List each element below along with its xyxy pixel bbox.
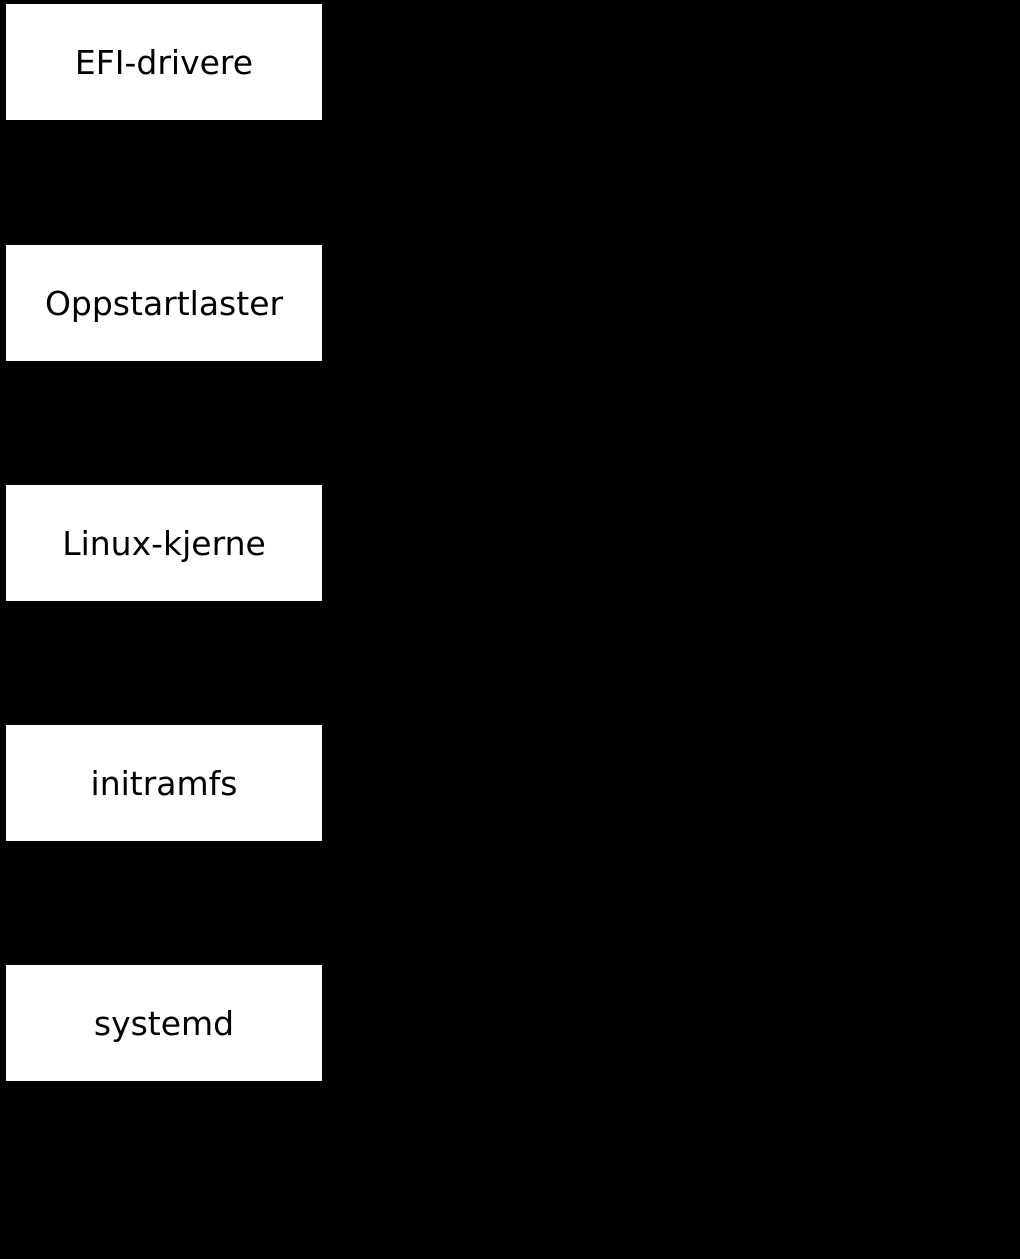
node-label: initramfs xyxy=(90,763,238,803)
diagram-node-linux-kernel: Linux-kjerne xyxy=(6,485,322,601)
node-label: Linux-kjerne xyxy=(62,523,266,563)
diagram-node-efi-drivers: EFI-drivere xyxy=(6,4,322,120)
node-label: Oppstartlaster xyxy=(44,283,284,323)
diagram-node-initramfs: initramfs xyxy=(6,725,322,841)
node-label: EFI-drivere xyxy=(74,42,254,82)
node-label: systemd xyxy=(93,1003,235,1043)
diagram-node-systemd: systemd xyxy=(6,965,322,1081)
diagram-node-bootloader: Oppstartlaster xyxy=(6,245,322,361)
